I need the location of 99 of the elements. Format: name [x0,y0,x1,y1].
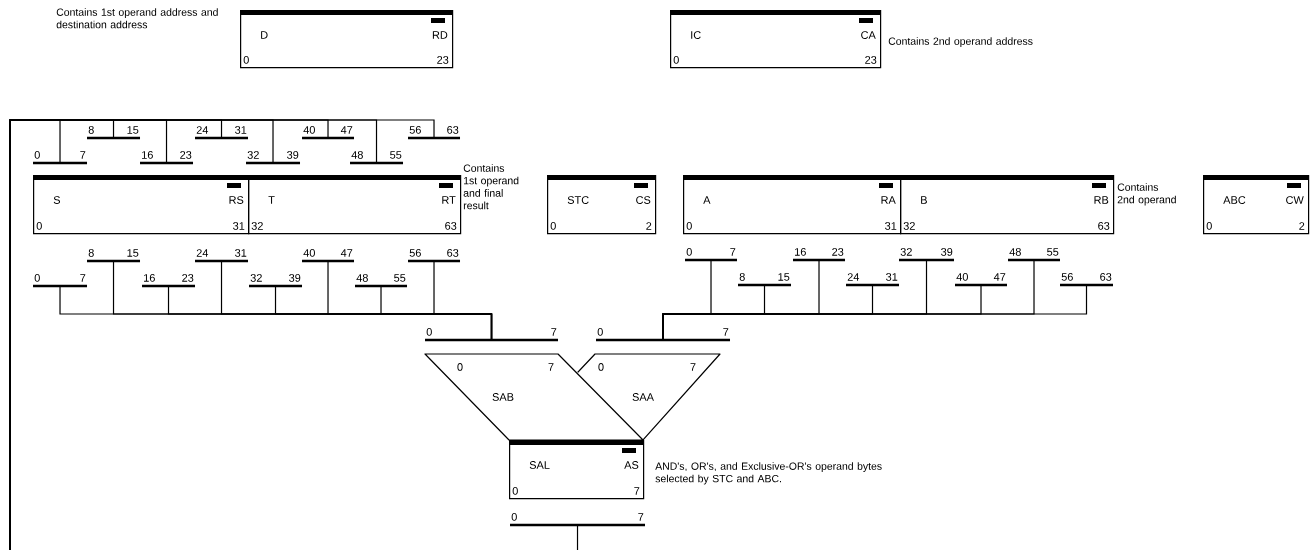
node-label: 7 [730,248,736,256]
node-label: 7 [551,328,557,336]
node-label: 15 [127,249,139,257]
bus-line [662,285,1088,340]
node-label: 16 [795,248,806,256]
selector-trapezoid: SAA 0 7 [577,353,721,441]
node-label: 56 [409,126,421,134]
node-label: 47 [340,126,353,134]
node-label: 56 [409,249,421,257]
byte-bus-bar: 16 23 [140,151,193,165]
node-label: 55 [390,151,402,159]
node-label: 7 [80,274,86,282]
register-box: SAL AS 0 7 [509,440,645,500]
byte-bus-bar: 24 31 [195,249,248,263]
byte-bus-bar: 24 31 [846,273,899,287]
byte-bus-bar: 56 63 [1060,273,1113,287]
register-box: STC CS 0 2 [547,175,657,235]
node-label: 39 [287,151,299,159]
node-label: 0 [34,274,40,282]
node-label: 24 [196,249,209,257]
register-box: B RB 32 63 [900,175,1115,235]
node-label: 31 [886,273,898,281]
node-label: 32 [247,151,259,159]
register-box: A RA 0 31 [683,175,902,235]
node-label: 0 [686,248,692,256]
node-label: 48 [1009,248,1021,256]
node-label: 32 [900,248,912,256]
node-label: 32 [250,274,262,282]
byte-bus-bar: 32 39 [899,248,954,262]
node-label: 56 [1061,273,1073,281]
byte-bus-bar: 40 47 [302,126,354,140]
byte-bus-bar: 0 7 [685,248,737,262]
node-label: 63 [1100,273,1112,281]
node-label: 0 [511,513,517,521]
node-label: 23 [182,274,194,282]
node-label: 8 [739,273,745,281]
node-label: 23 [832,248,844,256]
node-label: 40 [956,273,968,281]
byte-bus-bar: 0 7 [425,328,558,342]
note-text: Contains 1st operand and final result [463,164,519,210]
note-text: Contains 2nd operand [1117,183,1176,206]
byte-bus-bar: 0 7 [33,274,87,288]
node-label: 16 [142,151,153,159]
register-box: ABC CW 0 2 [1203,175,1310,235]
node-label: 63 [447,249,459,257]
byte-bus-bar: 32 39 [249,274,302,288]
byte-bus-bar: 56 63 [408,249,460,263]
register-box: S RS 0 31 [33,175,250,235]
node-label: 7 [638,513,644,521]
node-label: 0 [597,328,603,336]
node-label: 39 [941,248,953,256]
note-text: AND's, OR's, and Exclusive-OR's operand bytes selected by STC and ABC. [655,462,882,485]
node-label: 15 [778,273,790,281]
note-text: Contains 1st operand address and destination address [56,8,218,29]
node-label: 40 [303,126,315,134]
byte-bus-bar: 8 15 [87,249,140,263]
node-label: 55 [394,274,406,282]
note-text: Contains 2nd operand address [888,37,1033,47]
byte-bus-bar: 0 7 [33,151,87,165]
byte-bus-bar: 48 55 [350,151,403,165]
byte-bus-bar: 8 15 [87,126,140,140]
node-label: 0 [34,151,40,159]
register-box: D RD 0 23 [240,10,454,69]
node-label: 31 [235,249,247,257]
node-label: 8 [88,249,94,257]
byte-bus-bar: 40 47 [302,249,354,263]
node-label: 24 [847,273,860,281]
byte-bus-bar: 40 47 [955,273,1007,287]
node-label: 40 [303,249,315,257]
node-label: 48 [356,274,368,282]
node-label: 39 [289,274,301,282]
node-label: 7 [80,151,86,159]
node-label: 0 [426,328,432,336]
byte-bus-bar: 0 7 [596,328,730,342]
node-label: 63 [447,126,459,134]
byte-bus-bar: 32 39 [246,151,300,165]
byte-bus-bar: 24 31 [195,126,248,140]
bus-line [433,261,493,340]
node-label: 24 [196,126,209,134]
node-label: 47 [993,273,1006,281]
node-label: 31 [235,126,247,134]
byte-bus-bar: 48 55 [355,274,407,288]
register-box: IC CA 0 23 [670,10,882,69]
byte-bus-bar: 56 63 [408,126,460,140]
bus-line [576,525,579,550]
byte-bus-bar: 0 7 [510,513,645,527]
node-label: 15 [127,126,139,134]
byte-bus-bar: 48 55 [1008,248,1060,262]
register-box: T RT 32 63 [248,175,462,235]
byte-bus-bar: 8 15 [738,273,791,287]
node-label: 8 [88,126,94,134]
byte-bus-bar: 16 23 [793,248,845,262]
node-label: 55 [1047,248,1059,256]
node-label: 16 [144,274,155,282]
byte-bus-bar: 16 23 [142,274,195,288]
node-label: 7 [723,328,729,336]
node-label: 23 [180,151,192,159]
node-label: 48 [351,151,363,159]
node-label: 47 [340,249,353,257]
